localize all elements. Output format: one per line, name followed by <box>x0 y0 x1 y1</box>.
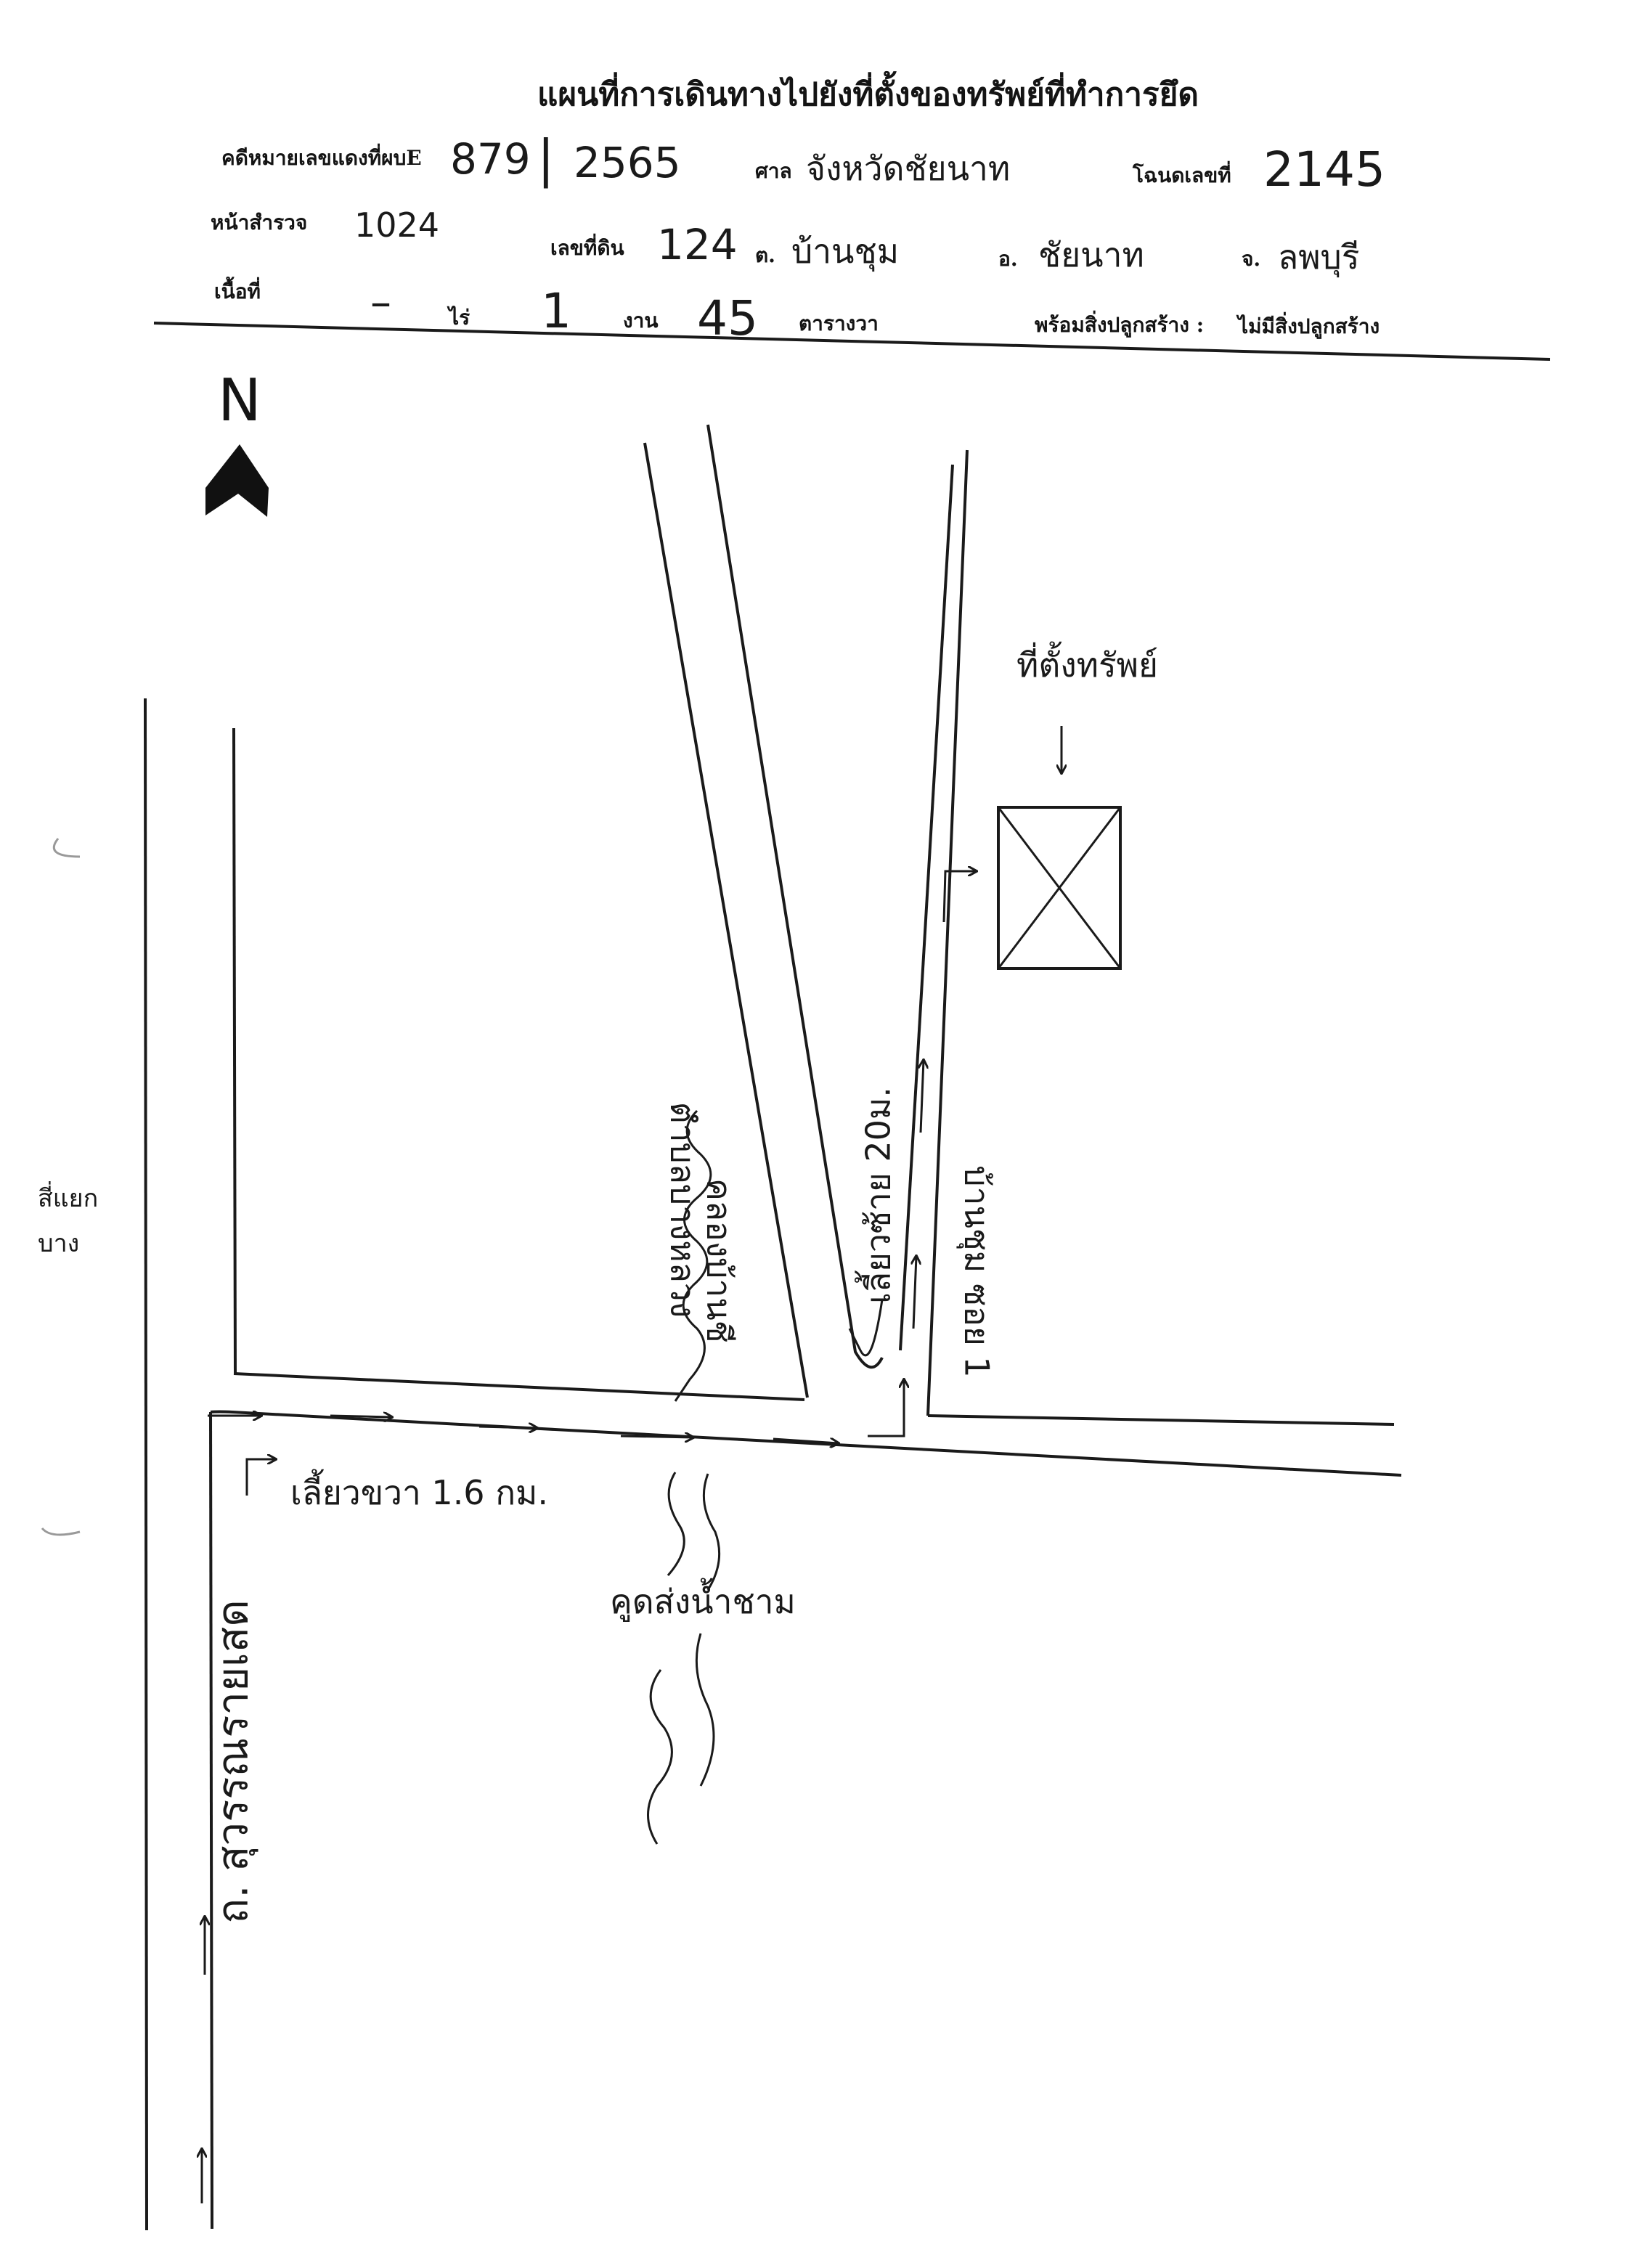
court-value: จังหวัดชัยนาท <box>806 149 1011 188</box>
turn-right-note: เลี้ยวขวา 1.6 กม. <box>290 1473 548 1512</box>
turn-left-note: เลี้ยวซ้าย 20ม. <box>858 1087 898 1304</box>
province-value: ลพบุรี <box>1278 237 1360 277</box>
case-year: 2565 <box>574 138 681 187</box>
arrow-icon <box>620 1436 693 1437</box>
junction-label: สี่แยก บาง <box>38 1184 99 1258</box>
north-label: N <box>218 367 261 434</box>
soi-label: บ้านชุม ซอย 1 <box>957 1165 997 1378</box>
ditch-label: คูดส่งน้ำชาม <box>610 1582 796 1621</box>
property-label: ที่ตั้งทรัพย์ <box>1016 645 1158 685</box>
court-label: ศาล <box>755 159 792 183</box>
u-turn-arrow-icon <box>848 1299 884 1357</box>
cross-road-top-edge-east <box>927 1414 1395 1426</box>
area-label: เนื้อที่ <box>214 280 261 303</box>
ngan-value: 1 <box>541 283 571 339</box>
subdistrict-label: ต. <box>755 243 775 267</box>
canal-label: คลองบ้านชี <box>699 1178 739 1343</box>
case-number: 879 <box>450 134 531 184</box>
rai-value: – <box>370 277 391 327</box>
rai-label: ไร่ <box>449 306 470 330</box>
district-value: ชัยนาท <box>1038 235 1144 274</box>
land-no-label: เลขที่ดิน <box>550 236 624 260</box>
turn-arrow-icon <box>868 1379 904 1437</box>
turn-marker-icon <box>245 1459 276 1496</box>
arrow-icon <box>773 1439 839 1443</box>
arrow-icon <box>330 1416 392 1417</box>
punch-hole-mark <box>52 838 81 858</box>
turn-arrow-icon <box>942 871 977 923</box>
survey-value: 1024 <box>354 205 440 245</box>
building-label: พร้อมสิ่งปลูกสร้าง : <box>1035 313 1205 337</box>
district-label: อ. <box>998 247 1018 271</box>
cross-road-top-edge <box>233 1372 805 1401</box>
property-cross-2 <box>997 807 1122 969</box>
arrow-icon <box>478 1427 537 1428</box>
diagonal-road-left-edge <box>643 442 809 1398</box>
property-parcel <box>997 806 1122 970</box>
cross-road-bottom-edge <box>210 1410 1402 1477</box>
province-label: จ. <box>1242 247 1261 271</box>
diagonal-road-right-edge <box>706 424 884 1369</box>
deed-value: 2145 <box>1263 142 1385 197</box>
page-title: แผนที่การเดินทางไปยังที่ตั้งของทรัพย์ที่… <box>537 76 1199 113</box>
punch-hole-mark <box>41 1527 81 1536</box>
main-road-label: ถ. สุวรรณรายเสด <box>208 1599 258 1924</box>
north-arrow-icon <box>205 444 269 517</box>
canal-lines <box>647 1109 721 1845</box>
soi-left-edge <box>899 464 954 1351</box>
soi-right-edge <box>926 449 969 1416</box>
case-label: คดีหมายเลขแดงที่ผบE <box>221 146 422 170</box>
main-road-right-edge-lower <box>209 1411 213 2230</box>
case-divider: | <box>537 129 555 189</box>
ngan-label: งาน <box>623 309 659 333</box>
header-separator <box>153 322 1551 361</box>
main-road-left-edge <box>144 698 148 2231</box>
main-road-right-edge-upper <box>232 727 237 1374</box>
subdistrict-value: บ้านชุม <box>791 232 900 271</box>
survey-label: หน้าสำรวจ <box>211 211 308 234</box>
arrow-icon <box>913 1256 916 1329</box>
wa-label: ตารางวา <box>799 311 879 335</box>
building-value: ไม่มีสิ่งปลูกสร้าง <box>1238 314 1380 338</box>
route-arrows <box>202 871 977 2203</box>
deed-label: โฉนดเลขที่ <box>1133 163 1231 187</box>
arrow-icon <box>921 1060 924 1133</box>
land-no-value: 124 <box>657 220 738 269</box>
